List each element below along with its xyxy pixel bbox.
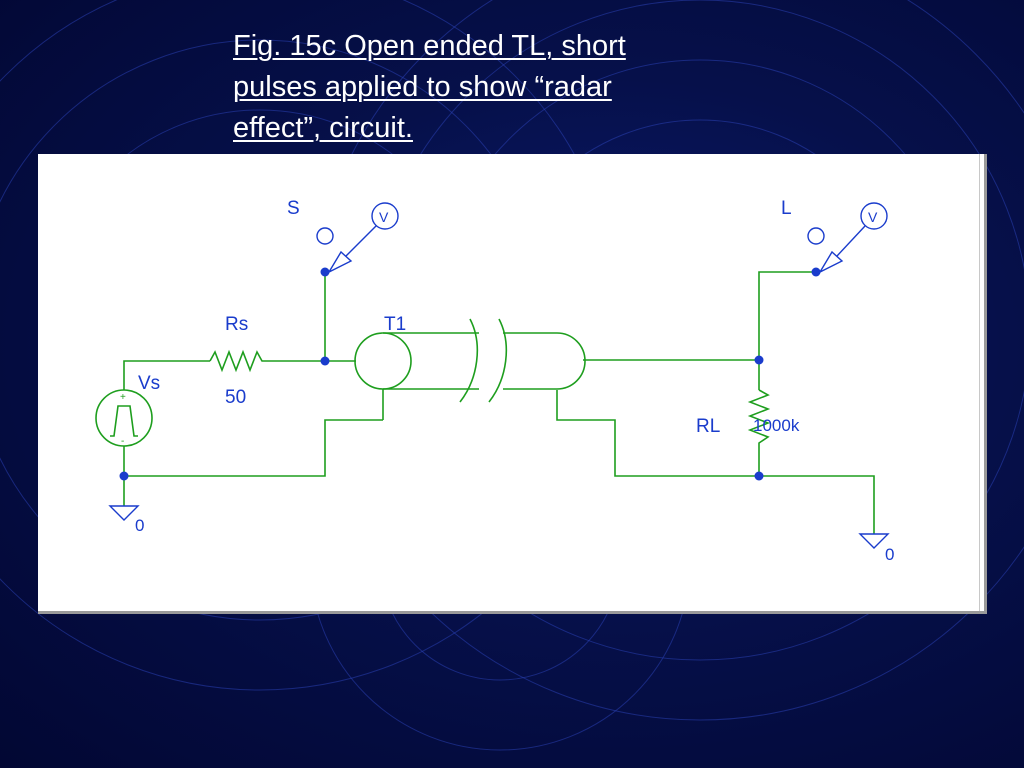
rs-value-label: 50	[225, 387, 246, 408]
source-minus: -	[121, 436, 124, 447]
probe-l-label: L	[781, 198, 792, 219]
slide-title: Fig. 15c Open ended TL, short pulses app…	[233, 26, 733, 149]
voltage-probe-l: V	[807, 202, 888, 274]
ground-right	[858, 533, 890, 549]
title-line-3: effect”, circuit.	[233, 112, 413, 144]
probe-s-label: S	[287, 198, 300, 219]
wire-load-up	[758, 271, 816, 360]
resistor-rl	[747, 389, 771, 448]
source-label: Vs	[138, 373, 160, 394]
rl-value-label: 1000k	[753, 416, 800, 435]
pulse-source: + -	[95, 389, 153, 447]
resistor-rs	[209, 349, 266, 373]
ground-left	[108, 505, 140, 521]
probe-s-meter: V	[379, 209, 389, 225]
wire-left-return	[124, 419, 383, 477]
wire-vs-to-rs	[123, 360, 210, 390]
ground-left-label: 0	[135, 516, 144, 535]
rl-name-label: RL	[696, 416, 720, 437]
rs-name-label: Rs	[225, 314, 248, 335]
wires	[123, 271, 875, 534]
transmission-line-t1	[354, 318, 586, 420]
title-line-2: pulses applied to show “radar	[233, 71, 612, 103]
title-line-1: Fig. 15c Open ended TL, short	[233, 30, 626, 62]
schematic-panel: + - Vs Rs 50 T1 RL 1000k	[38, 154, 987, 614]
source-plus: +	[120, 392, 126, 403]
wire-right-return	[556, 390, 875, 534]
circuit-schematic: + - Vs Rs 50 T1 RL 1000k	[95, 198, 894, 564]
t1-label: T1	[384, 314, 406, 335]
probe-l-meter: V	[868, 209, 878, 225]
ground-right-label: 0	[885, 545, 894, 564]
voltage-probe-s: V	[316, 202, 399, 274]
junction-dots	[119, 267, 821, 481]
